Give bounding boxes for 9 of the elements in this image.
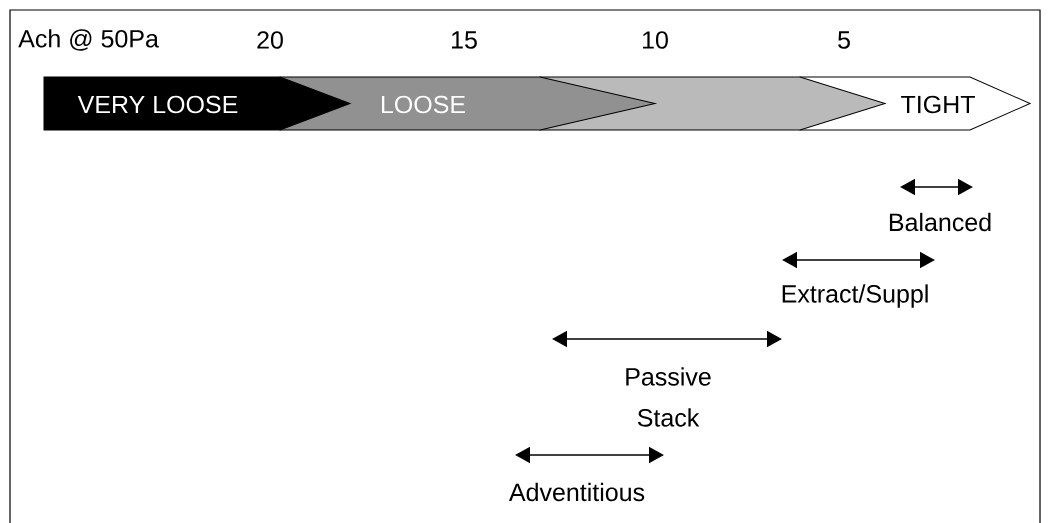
tick-label: 10	[643, 31, 668, 49]
range-label: Adventitious	[508, 482, 645, 502]
tick-label: 20	[257, 31, 283, 49]
axis-title: Ach @ 50Pa	[18, 29, 159, 51]
tick-label: 15	[452, 31, 477, 49]
tick-label: 5	[838, 31, 850, 49]
range-label: Extract/Suppl	[782, 284, 928, 308]
range-label: Passive Stack	[626, 367, 711, 427]
range-label: Balanced	[889, 212, 991, 232]
